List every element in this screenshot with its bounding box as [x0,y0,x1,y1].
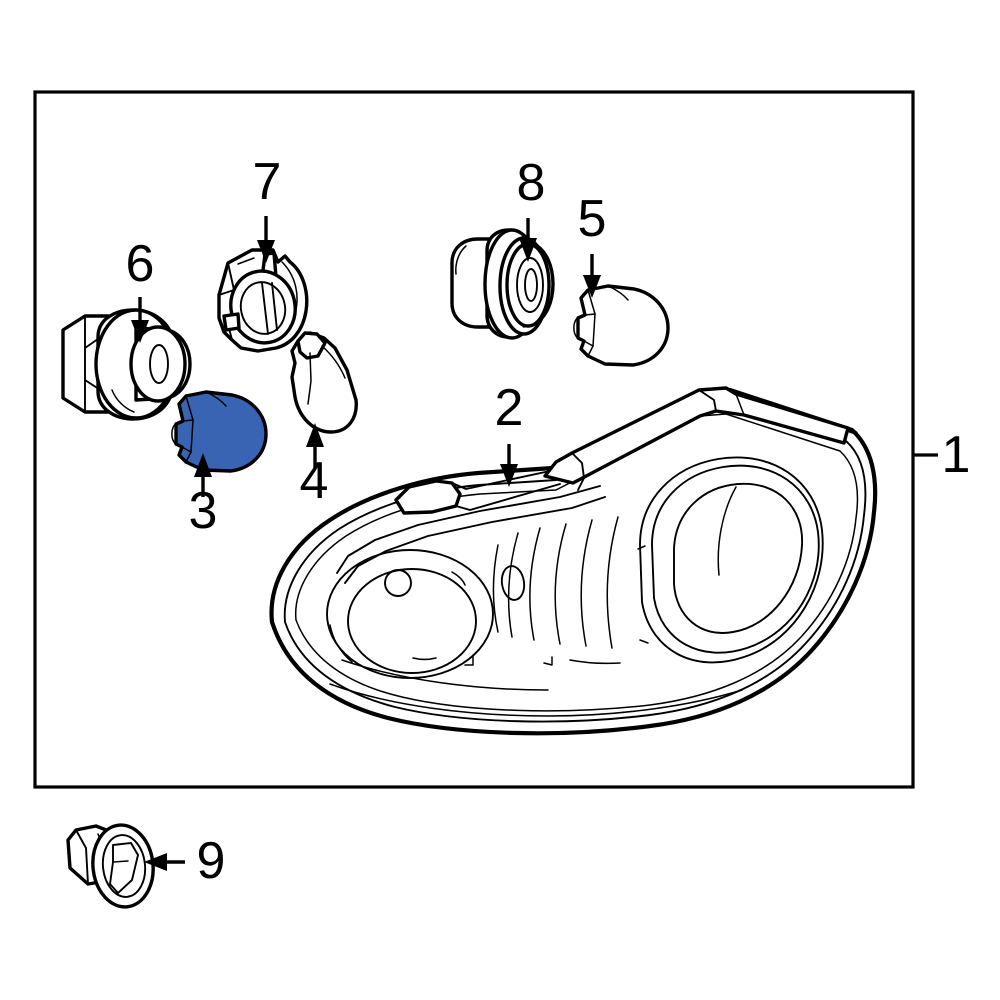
retainer-right-crease [281,261,298,315]
bulb-5-side-lug [573,317,579,339]
left-tab-top-edge [451,470,551,490]
part-2-headlamp-housing-lens[interactable]: 2 [269,379,878,736]
part-4-wedge-base-bulb-clear[interactable]: 4 [290,331,358,510]
callout-1-group[interactable]: 1 [913,426,970,484]
part-7-bulb-socket-retainer[interactable]: 7 [217,153,309,353]
right-projector-edge-tick-1 [637,545,646,550]
center-flute-4 [554,523,567,645]
callout-8-arrow-head [519,238,537,262]
grommet-face-ring-inner [516,257,544,313]
flange-step-right [571,452,585,491]
lower-body-contour-2 [341,659,549,691]
bulb-5-highlight-arc [607,285,629,301]
retainer-slot-line-1 [261,282,269,335]
socket-shading-1 [111,389,135,413]
clip-shank-edge [75,829,89,885]
callout-6-arrow-head [131,320,149,343]
bulb-3-base-notch-upper [182,419,194,422]
callout-5-arrow-head [583,275,601,298]
left-reflector-notch-top [451,571,466,586]
socket-nose-ring [129,325,187,403]
callout-4-arrow-head [306,423,324,447]
headlamp-inner-bezel-2 [294,413,859,712]
callout-1-label: 1 [942,426,971,484]
part-6-bulb-socket-connector[interactable]: 6 [61,235,192,421]
right-projector-mid-ring [651,464,820,654]
lower-body-contour-1 [329,683,743,717]
left-reflector-shading [329,624,353,663]
center-lower-edge-mark [569,659,621,665]
right-projector-edge-tick-2 [639,639,649,644]
callout-9-label: 9 [197,832,226,890]
diagram-frame [33,90,915,789]
callout-3-label: 3 [189,482,218,540]
center-flute-3 [529,527,541,641]
left-reflector-corner-mark [464,654,474,666]
callout-7-arrow-head [257,240,275,263]
center-flute-1 [492,544,499,633]
part-5-wedge-base-bulb-side[interactable]: 5 [573,190,670,367]
flange-corner-fold-right [735,393,745,416]
upper-trim-groove-top [336,485,601,574]
callout-2-label: 2 [495,379,524,437]
grommet-bore-opening [524,268,538,302]
bulb-3-glass-envelope [174,390,268,473]
callout-4-label: 4 [300,452,329,510]
center-flute-6 [606,516,619,649]
center-flute-2 [507,532,519,638]
callout-9-arrow-head [144,853,167,871]
grommet-shading [455,245,467,275]
bulb-3-side-lug [171,423,177,445]
bulb-4-inner-crease [307,352,312,405]
callout-8-label: 8 [517,154,546,212]
clip-head-inner-ring [101,834,147,898]
center-flute-5 [580,519,593,647]
bulb-5-glass-envelope [576,284,670,367]
upper-trim-groove-bottom [344,496,606,584]
bulb-3-base-notch-lower [181,446,192,453]
socket-bore-opening [149,344,169,384]
retainer-left-fold-2 [218,289,235,296]
part-3-wedge-base-bulb-highlighted[interactable]: 3 [171,390,268,540]
center-marker-lamp-hole [500,565,526,601]
headlamp-left-mounting-tab [394,479,462,515]
left-tab-bottom-edge [455,483,561,511]
clip-head-center-line [112,860,129,863]
retainer-slot-line-2 [271,282,278,331]
bulb-5-base-notch-lower [583,340,594,347]
bulb-4-base-tip [296,331,327,360]
left-reflector-bulb-hole [384,569,412,597]
flange-corner-fold [698,389,717,412]
callout-5-label: 5 [578,190,607,248]
part-9-push-pin-retainer-clip[interactable]: 9 [66,822,226,910]
callout-7-label: 7 [253,153,282,211]
right-projector-outer-ring [639,456,824,664]
bulb-3-highlight-arc [205,391,227,407]
retainer-top-crease [237,257,255,265]
headlamp-inner-bezel [283,401,867,723]
callout-2-arrow-head [500,464,518,487]
left-reflector-notch-bottom [412,657,437,661]
center-corner-mark [543,656,553,666]
bulb-3-base-crease [185,395,194,463]
headlamp-outer-silhouette [269,387,878,736]
part-8-bulb-socket-grommet[interactable]: 8 [450,154,555,340]
right-projector-highlight [717,486,737,576]
left-reflector-inner-ring [347,568,477,674]
bulb-4-highlight-arc [321,345,346,379]
bulb-5-base-crease [587,289,596,357]
bulb-5-base-notch-upper [584,313,596,316]
callout-3-arrow-head [194,453,212,477]
retainer-lower-tab [222,312,241,332]
right-projector-bowl [673,482,803,634]
clip-head-center-detail [109,842,139,894]
callout-6-label: 6 [126,235,155,293]
